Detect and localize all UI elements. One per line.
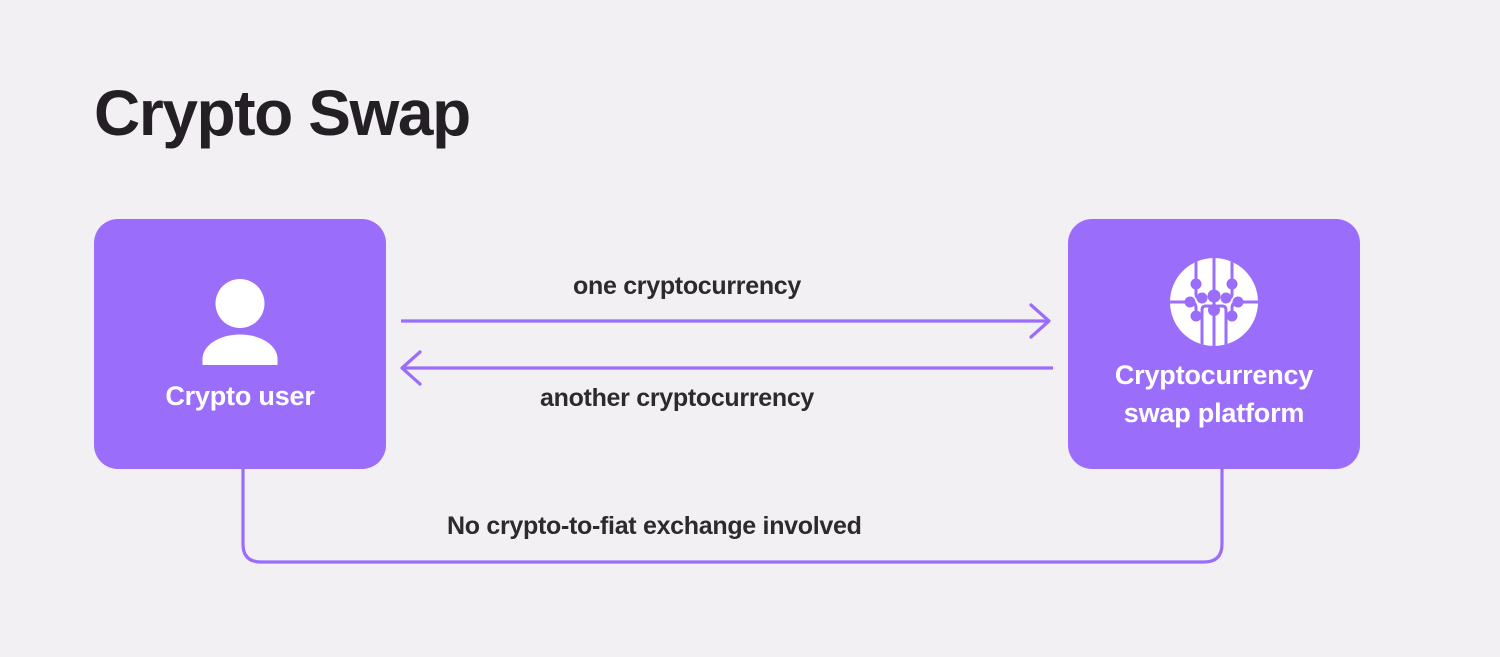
node-crypto-user[interactable]: Crypto user	[94, 219, 386, 469]
node-swap-platform-label-line2: swap platform	[1123, 397, 1305, 428]
edge-forward-arrow	[401, 303, 1051, 339]
person-icon	[202, 278, 278, 365]
node-swap-platform[interactable]: Cryptocurrency swap platform	[1068, 219, 1360, 469]
edge-note-connector	[241, 467, 1224, 564]
edge-label-no-crypto-to-fiat: No crypto-to-fiat exchange involved	[447, 512, 862, 540]
page-title: Crypto Swap	[94, 77, 471, 149]
edge-backward-arrow	[400, 350, 1053, 386]
node-crypto-user-label: Crypto user	[165, 380, 315, 411]
edge-label-one-cryptocurrency: one cryptocurrency	[573, 272, 802, 300]
circuit-chip-icon	[1170, 258, 1258, 347]
node-swap-platform-label-line1: Cryptocurrency	[1114, 360, 1314, 391]
edge-label-another-cryptocurrency: another cryptocurrency	[540, 384, 815, 412]
node-swap-platform-label: Cryptocurrency swap platform	[1115, 357, 1313, 432]
